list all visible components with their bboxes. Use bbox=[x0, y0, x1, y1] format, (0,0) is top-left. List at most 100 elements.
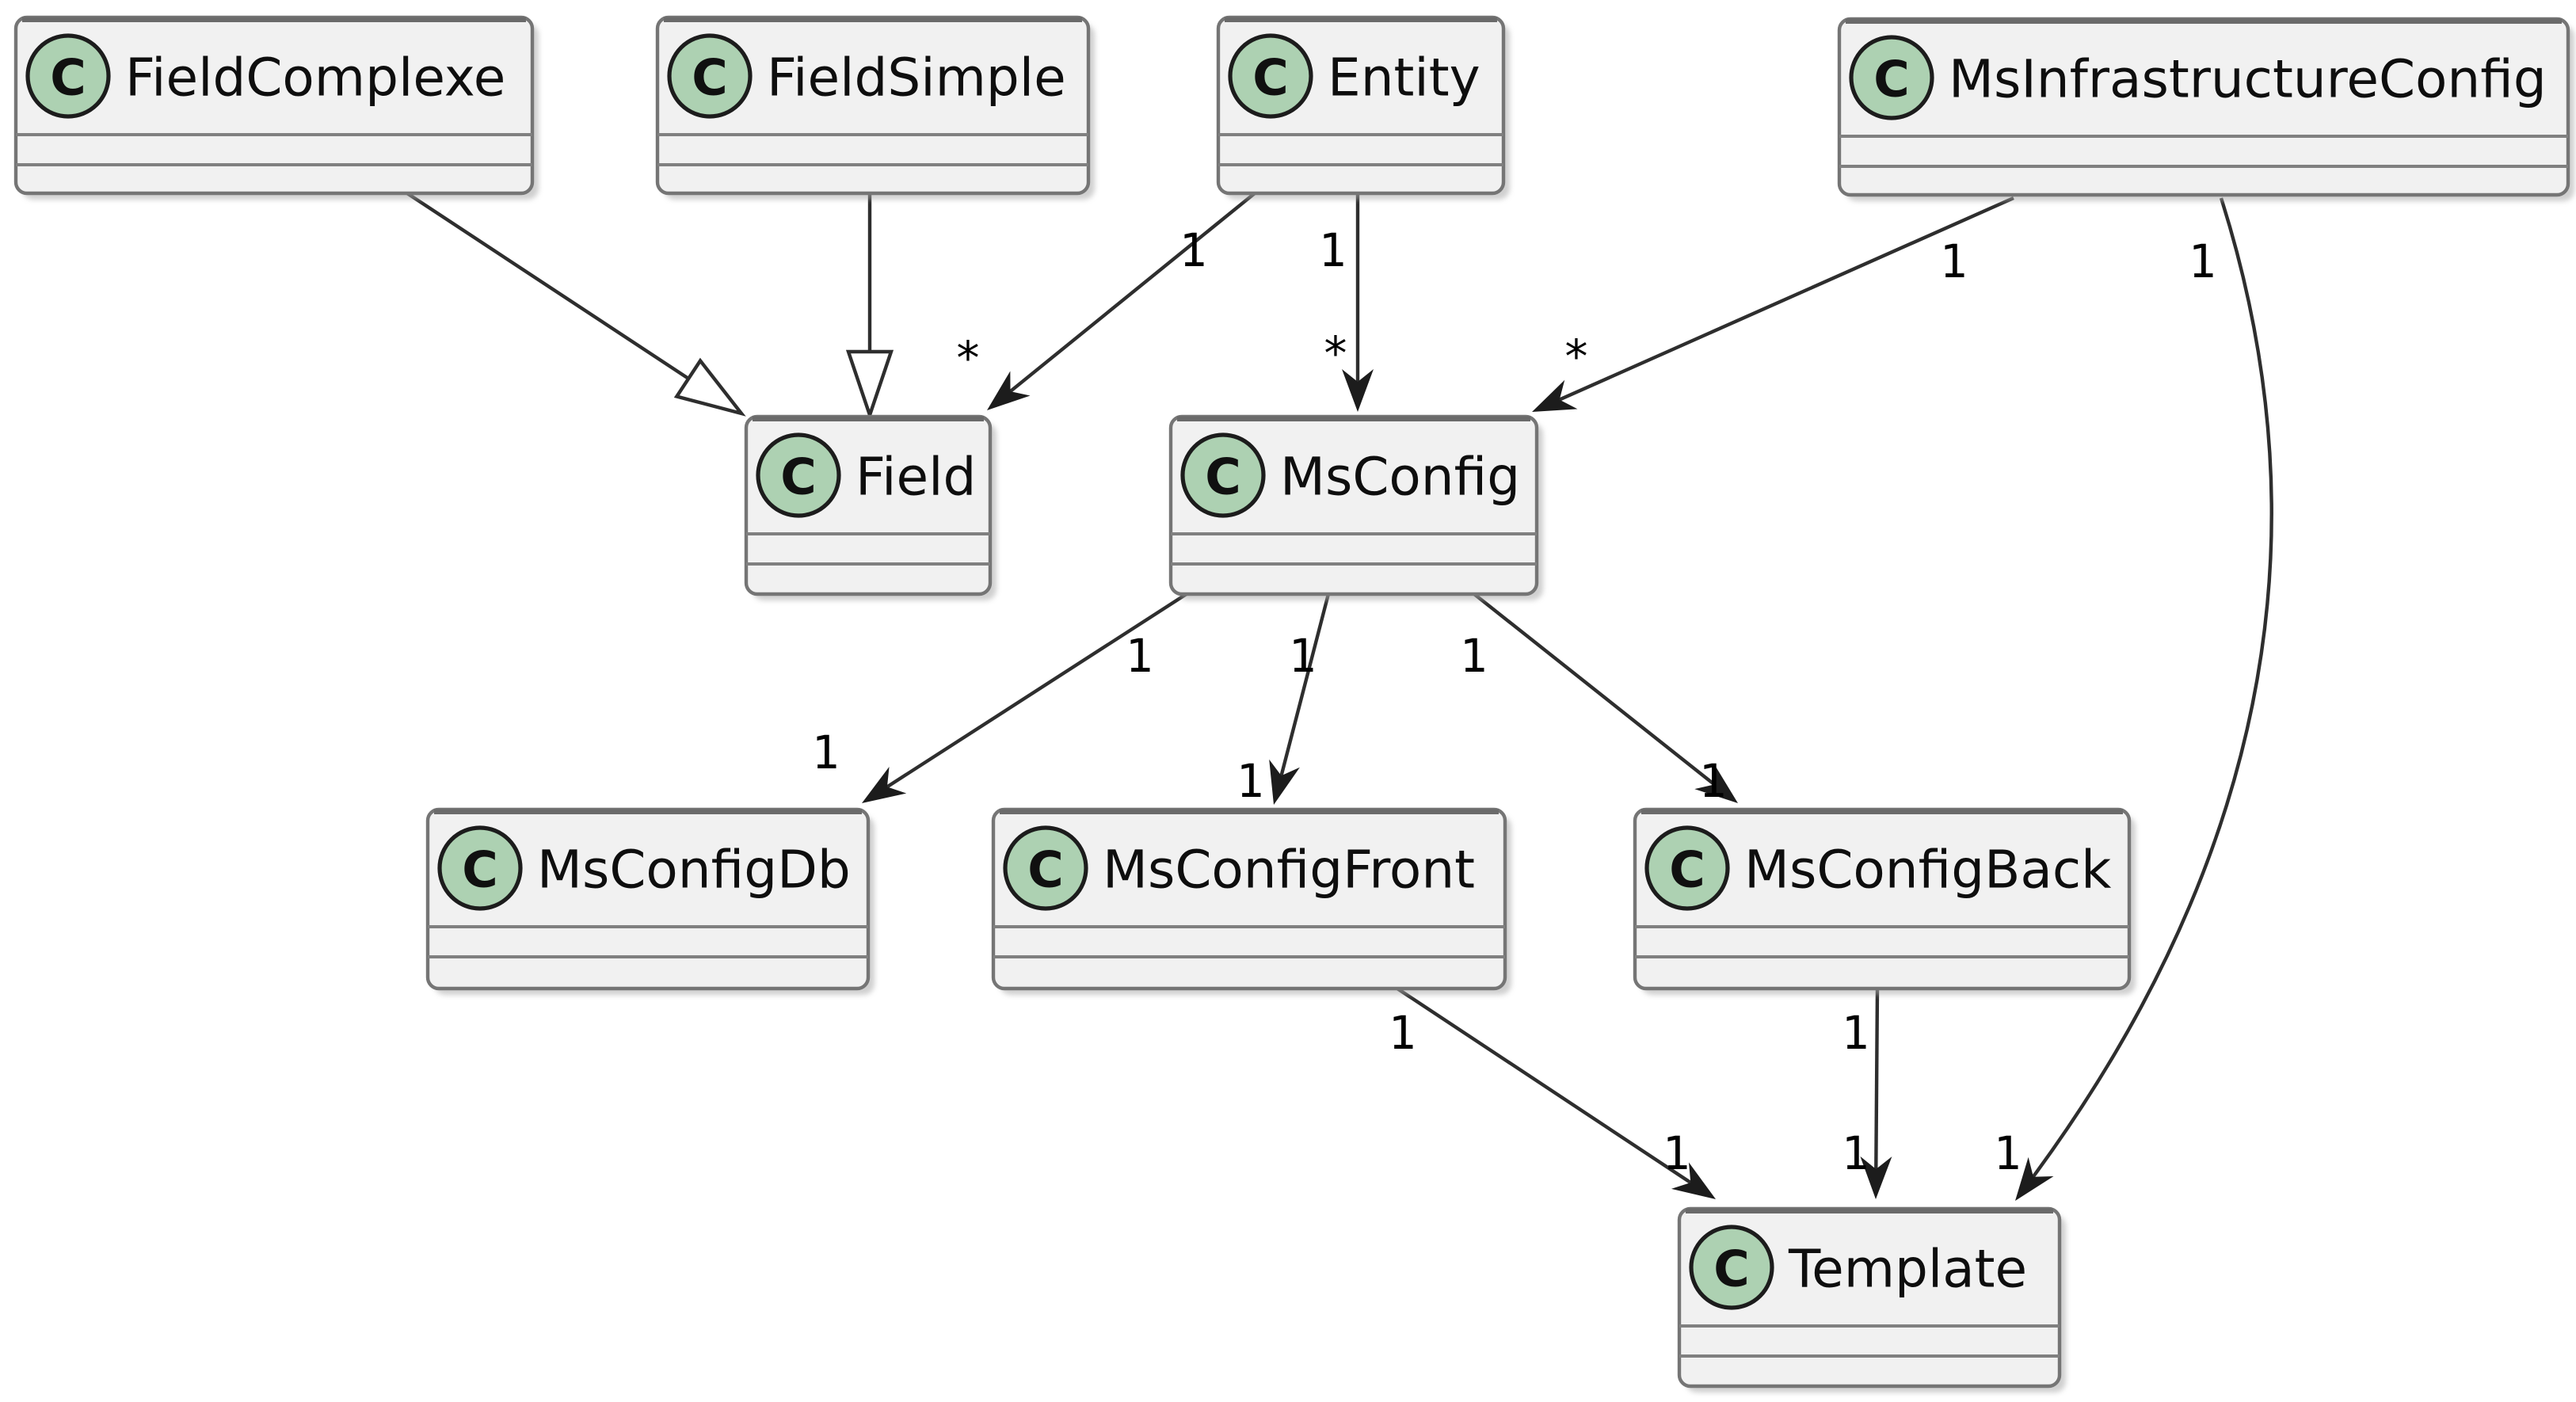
arrowhead-icon bbox=[1671, 1162, 1716, 1199]
stereotype-letter: C bbox=[1873, 51, 1910, 109]
class-name: MsConfigFront bbox=[1103, 840, 1475, 901]
multiplicity-label: 1 bbox=[1940, 234, 1968, 288]
multiplicity-label: 1 bbox=[812, 726, 840, 779]
edge-fieldsimple-extends-field bbox=[845, 193, 894, 421]
class-name: MsConfigDb bbox=[537, 840, 851, 901]
multiplicity-label: * bbox=[1322, 326, 1350, 380]
multiplicity-label: 1 bbox=[1389, 1006, 1416, 1060]
class-box-FieldSimple: C FieldSimple bbox=[655, 15, 1095, 200]
class-name: Entity bbox=[1328, 48, 1480, 109]
arrowhead-icon bbox=[1269, 759, 1300, 805]
class-stereotype-circle-icon bbox=[667, 33, 753, 119]
multiplicity-label: 1 bbox=[1460, 629, 1488, 683]
edge-msconfig-msconfigfront bbox=[1269, 590, 1332, 805]
class-name: FieldSimple bbox=[767, 48, 1066, 109]
arrowhead-icon bbox=[2015, 1156, 2054, 1201]
inheritance-triangle-icon bbox=[673, 357, 746, 417]
filled-arrow bbox=[1532, 379, 1578, 412]
class-stereotype-circle-icon bbox=[1849, 35, 1934, 120]
class-box-Field: C Field bbox=[744, 414, 996, 600]
class-name: MsInfrastructureConfig bbox=[1949, 49, 2547, 110]
class-box-Template: C Template bbox=[1677, 1206, 2066, 1392]
stereotype-letter: C bbox=[1205, 448, 1241, 506]
filled-arrow bbox=[1860, 1156, 1892, 1199]
multiplicity-label: 1 bbox=[1319, 223, 1347, 277]
stereotype-letter: C bbox=[462, 841, 498, 899]
hollow-triangle bbox=[673, 357, 746, 417]
class-stereotype-circle-icon bbox=[1644, 825, 1730, 911]
stereotype-letter: C bbox=[1252, 49, 1289, 107]
class-name: Template bbox=[1788, 1239, 2027, 1300]
class-name: MsConfig bbox=[1280, 447, 1520, 508]
inheritance-triangle-icon bbox=[845, 349, 894, 421]
class-box-MsConfigDb: C MsConfigDb bbox=[425, 807, 875, 995]
filled-arrow bbox=[1694, 764, 1738, 803]
class-stereotype-circle-icon bbox=[25, 33, 111, 119]
association-line bbox=[1873, 988, 1880, 1192]
filled-arrow bbox=[1671, 1162, 1716, 1199]
filled-arrow bbox=[2015, 1156, 2054, 1201]
hollow-triangle bbox=[845, 349, 894, 421]
stereotype-letter: C bbox=[50, 49, 86, 107]
association-line bbox=[2018, 197, 2273, 1196]
stereotype-letter: C bbox=[1713, 1240, 1750, 1298]
class-stereotype-circle-icon bbox=[1228, 33, 1313, 119]
multiplicity-label: 1 bbox=[1842, 1126, 1869, 1180]
stereotype-letter: C bbox=[1669, 841, 1705, 899]
multiplicity-label: * bbox=[955, 331, 982, 385]
stereotype-letter: C bbox=[780, 448, 817, 506]
edge-entity-field bbox=[987, 192, 1256, 410]
association-line bbox=[1396, 987, 1710, 1197]
class-box-Entity: C Entity bbox=[1216, 15, 1510, 200]
class-stereotype-circle-icon bbox=[1689, 1225, 1774, 1310]
edge-msconfigback-template bbox=[1860, 988, 1892, 1199]
class-box-MsConfig: C MsConfig bbox=[1168, 414, 1543, 600]
edge-entity-msconfig bbox=[1342, 193, 1374, 412]
class-stereotype-circle-icon bbox=[1180, 432, 1266, 518]
edge-msinfrastructureconfig-msconfig bbox=[1532, 196, 2014, 412]
multiplicity-label: 1 bbox=[1663, 1126, 1690, 1180]
class-stereotype-circle-icon bbox=[756, 432, 841, 518]
multiplicity-label: 1 bbox=[1842, 1006, 1869, 1060]
multiplicity-label: 1 bbox=[1126, 629, 1153, 683]
arrowhead-icon bbox=[1860, 1156, 1892, 1199]
edges-layer bbox=[406, 192, 2273, 1201]
filled-arrow bbox=[1269, 759, 1300, 805]
edge-msconfig-msconfigdb bbox=[862, 589, 1193, 803]
association-line bbox=[1274, 590, 1332, 798]
filled-arrow bbox=[1342, 369, 1374, 412]
multiplicity-label: 1 bbox=[1237, 754, 1264, 808]
class-name: FieldComplexe bbox=[125, 48, 505, 109]
arrowhead-icon bbox=[1342, 369, 1374, 412]
association-line bbox=[867, 589, 1193, 801]
class-box-FieldComplexe: C FieldComplexe bbox=[13, 15, 539, 200]
edge-msconfigfront-template bbox=[1396, 987, 1716, 1199]
class-name: MsConfigBack bbox=[1744, 840, 2112, 901]
class-stereotype-circle-icon bbox=[1003, 825, 1088, 911]
class-box-MsConfigBack: C MsConfigBack bbox=[1633, 807, 2136, 995]
class-box-MsInfrastructureConfig: C MsInfrastructureConfig bbox=[1837, 17, 2574, 201]
filled-arrow bbox=[862, 766, 907, 803]
arrowhead-icon bbox=[987, 371, 1031, 410]
filled-arrow bbox=[987, 371, 1031, 410]
association-line bbox=[1469, 589, 1733, 800]
multiplicity-label: 1 bbox=[1994, 1126, 2022, 1180]
association-line bbox=[1538, 196, 2014, 410]
inheritance-line bbox=[406, 192, 692, 383]
arrowhead-icon bbox=[1532, 379, 1578, 412]
class-name: Field bbox=[855, 447, 976, 508]
stereotype-letter: C bbox=[692, 49, 728, 107]
association-line bbox=[992, 192, 1256, 407]
multiplicity-label: 1 bbox=[1179, 223, 1207, 277]
multiplicity-label: 1 bbox=[2189, 234, 2216, 288]
multiplicity-label: * bbox=[1563, 330, 1591, 383]
arrowhead-icon bbox=[862, 766, 907, 803]
class-stereotype-circle-icon bbox=[437, 825, 523, 911]
multiplicity-label: 1 bbox=[1699, 754, 1727, 808]
edge-fieldcomplexe-extends-field bbox=[406, 192, 746, 417]
